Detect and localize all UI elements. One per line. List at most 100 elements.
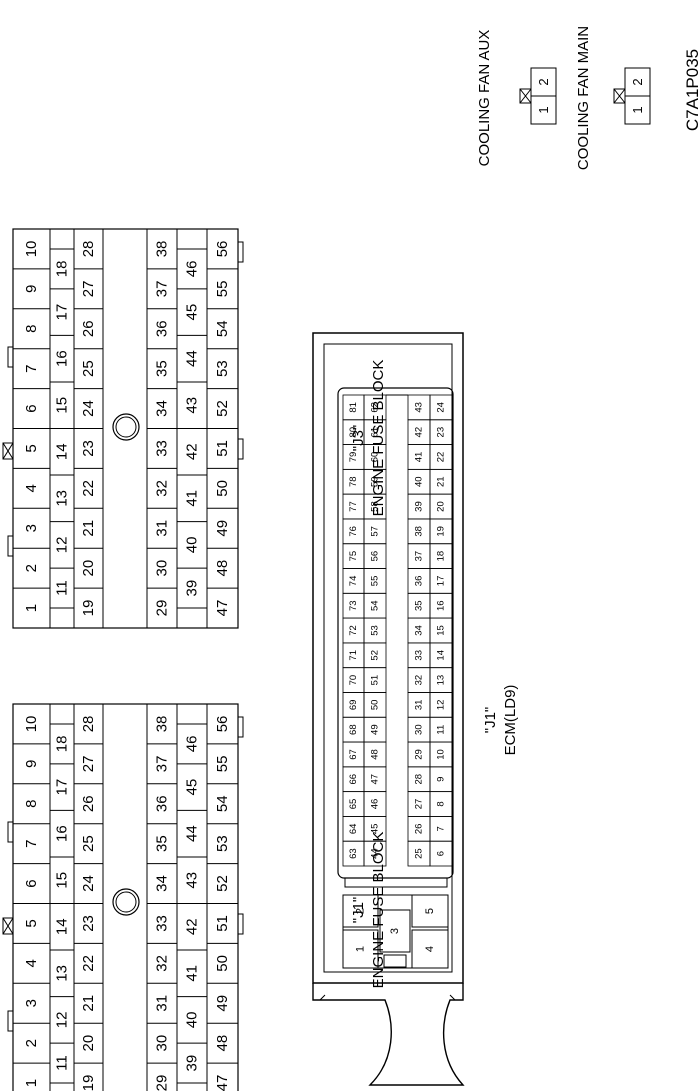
ecm-pin-23: 23	[436, 427, 447, 438]
j3-cavity-25: 25	[80, 360, 97, 377]
ecm-pin-45: 45	[370, 824, 381, 835]
ecm-pin-57: 57	[370, 526, 381, 537]
j1-cavity-22: 22	[80, 955, 97, 972]
ecm-pin-46: 46	[370, 799, 381, 810]
j1-cavity-27: 27	[80, 756, 97, 773]
j3-cavity-41: 41	[184, 490, 201, 507]
j1-cavity-1: 1	[23, 1079, 40, 1087]
j3-cavity-24: 24	[80, 400, 97, 417]
ecm-pin-60: 60	[370, 452, 381, 463]
j3-cavity-4: 4	[23, 484, 40, 492]
j3-cavity-54: 54	[214, 320, 231, 337]
ecm-pin-37: 37	[414, 551, 425, 562]
ecm-pin-14: 14	[436, 650, 447, 661]
j1-cavity-52: 52	[214, 875, 231, 892]
j3-cavity-39: 39	[184, 580, 201, 597]
ecm-pin-56: 56	[370, 551, 381, 562]
j3-cavity-16: 16	[54, 350, 71, 367]
ecm-pin-12: 12	[436, 700, 447, 711]
j1-cavity-7: 7	[23, 839, 40, 847]
fuse-block-j1: 1098765432118171615141312112827262524232…	[2, 703, 244, 1091]
j1-cavity-29: 29	[154, 1075, 171, 1091]
j1-cavity-14: 14	[54, 918, 71, 935]
ecm-pin-35: 35	[414, 600, 425, 611]
ecm-pin-48: 48	[370, 749, 381, 760]
ecm-pin-73: 73	[348, 600, 359, 611]
j1-cavity-23: 23	[80, 915, 97, 932]
j1-cavity-34: 34	[154, 875, 171, 892]
j1-cavity-4: 4	[23, 959, 40, 967]
j1-cavity-36: 36	[154, 795, 171, 812]
ecm-pin-34: 34	[414, 625, 425, 636]
j1-cavity-33: 33	[154, 915, 171, 932]
ecm-pin-16: 16	[436, 600, 447, 611]
ecm-pin-68: 68	[348, 724, 359, 735]
j1-cavity-10: 10	[23, 716, 40, 733]
j3-cavity-9: 9	[23, 285, 40, 293]
j1-cavity-15: 15	[54, 872, 71, 889]
ecm-pin-63: 63	[348, 848, 359, 859]
j3-cavity-55: 55	[214, 281, 231, 298]
j3-cavity-38: 38	[154, 241, 171, 258]
cooling-fan-aux-pin-1: 1	[536, 106, 551, 113]
j1-cavity-38: 38	[154, 716, 171, 733]
j1-cavity-35: 35	[154, 835, 171, 852]
j1-cavity-9: 9	[23, 760, 40, 768]
ecm-pin-69: 69	[348, 700, 359, 711]
ecm-pin-54: 54	[370, 600, 381, 611]
j3-cavity-8: 8	[23, 325, 40, 333]
j3-cavity-50: 50	[214, 480, 231, 497]
ecm-pin-71: 71	[348, 650, 359, 661]
ecm-pin-9: 9	[436, 777, 447, 782]
ecm-pin-59: 59	[370, 476, 381, 487]
ecm-pin-18: 18	[436, 551, 447, 562]
j3-cavity-20: 20	[80, 560, 97, 577]
j1-cavity-55: 55	[214, 756, 231, 773]
j3-cavity-12: 12	[54, 537, 71, 554]
ecm-pin-27: 27	[414, 799, 425, 810]
ecm-pin-43: 43	[414, 402, 425, 413]
j3-cavity-10: 10	[23, 241, 40, 258]
j3-cavity-32: 32	[154, 480, 171, 497]
j3-cavity-7: 7	[23, 364, 40, 372]
ecm-pin-49: 49	[370, 724, 381, 735]
j3-cavity-5: 5	[23, 444, 40, 452]
j3-cavity-29: 29	[154, 600, 171, 617]
j1-cavity-51: 51	[214, 915, 231, 932]
j3-cavity-6: 6	[23, 404, 40, 412]
j3-cavity-36: 36	[154, 320, 171, 337]
j1-cavity-13: 13	[54, 965, 71, 982]
j1-cavity-17: 17	[54, 779, 71, 796]
figure-id: C7A1P035	[683, 49, 700, 131]
j1-cavity-6: 6	[23, 879, 40, 887]
ecm-pin-2: 2	[355, 908, 367, 914]
fuse-block-j3: 1098765432118171615141312112827262524232…	[2, 228, 244, 629]
j1-cavity-16: 16	[54, 825, 71, 842]
ecm-pin-40: 40	[414, 476, 425, 487]
j3-cavity-22: 22	[80, 480, 97, 497]
j3-cavity-2: 2	[23, 564, 40, 572]
j3-cavity-28: 28	[80, 241, 97, 258]
ecm-pin-81: 81	[348, 402, 359, 413]
j3-cavity-43: 43	[184, 397, 201, 414]
j3-cavity-30: 30	[154, 560, 171, 577]
ecm-pin-24: 24	[436, 402, 447, 413]
j3-cavity-21: 21	[80, 520, 97, 537]
j3-cavity-31: 31	[154, 520, 171, 537]
ecm-pin-36: 36	[414, 576, 425, 587]
j3-cavity-15: 15	[54, 397, 71, 414]
j3-cavity-13: 13	[54, 490, 71, 507]
ecm-pin-79: 79	[348, 452, 359, 463]
j1-cavity-12: 12	[54, 1012, 71, 1029]
j3-cavity-26: 26	[80, 320, 97, 337]
ecm-pin-44: 44	[370, 848, 381, 859]
j1-cavity-44: 44	[184, 825, 201, 842]
j1-cavity-20: 20	[80, 1035, 97, 1052]
j3-cavity-49: 49	[214, 520, 231, 537]
j1-cavity-11: 11	[54, 1055, 71, 1071]
j1-cavity-30: 30	[154, 1035, 171, 1052]
ecm-pin-29: 29	[414, 749, 425, 760]
j1-cavity-53: 53	[214, 835, 231, 852]
cooling-fan-main-connector: 1 2	[613, 67, 651, 125]
